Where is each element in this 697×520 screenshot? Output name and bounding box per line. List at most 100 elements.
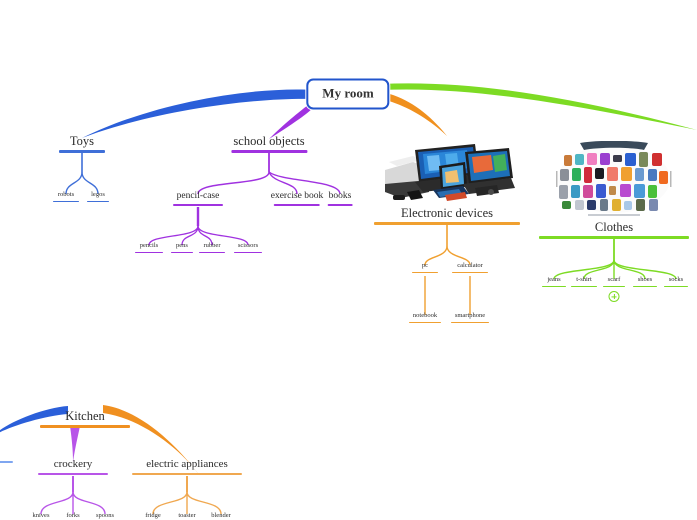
branch-kitchen-crockery	[70, 426, 80, 462]
node-pencils[interactable]: pencils	[135, 242, 163, 254]
node-clothes[interactable]: Clothes	[539, 220, 689, 239]
node-forks[interactable]: forks	[62, 512, 84, 520]
node-toys[interactable]: Toys	[59, 134, 105, 153]
node-pc[interactable]: pc	[412, 262, 438, 274]
node-kitchen[interactable]: Kitchen	[40, 409, 130, 428]
node-toaster-label: toaster	[178, 512, 196, 519]
node-notebook[interactable]: notebook	[409, 312, 441, 324]
branch-root-to-electronic	[381, 92, 447, 136]
node-scarf-underline	[603, 285, 625, 288]
node-rubber-underline	[199, 251, 225, 254]
node-scissors-label: scissors	[237, 242, 259, 249]
node-scissors[interactable]: scissors	[234, 242, 262, 254]
node-robots[interactable]: robots	[53, 191, 79, 203]
node-school-objects-underline	[230, 150, 307, 153]
node-toys-underline	[59, 150, 105, 153]
node-robots-underline	[53, 200, 79, 203]
node-pens-label: pens	[176, 242, 188, 249]
link-appliances-fridge	[152, 491, 188, 515]
node-scarf[interactable]: scarf	[603, 276, 625, 288]
node-pens-underline	[171, 251, 193, 254]
node-offscreen-left[interactable]	[0, 459, 13, 463]
node-pens[interactable]: pens	[171, 242, 193, 254]
node-clothes-label: Clothes	[594, 220, 634, 234]
node-pencils-label: pencils	[139, 242, 159, 249]
node-t-shirt[interactable]: t-shirt	[571, 276, 597, 288]
branch-root-to-toys	[82, 89, 316, 138]
node-legos-label: legos	[91, 191, 105, 198]
node-legos-underline	[87, 200, 109, 203]
electronic-devices-photo[interactable]	[379, 140, 515, 206]
node-books-label: books	[328, 191, 352, 201]
node-offscreen-left-underline	[0, 461, 13, 463]
node-fridge[interactable]: fridge	[141, 512, 165, 520]
node-toys-label: Toys	[69, 134, 95, 148]
node-blender[interactable]: blender	[208, 512, 234, 520]
node-crockery[interactable]: crockery	[38, 458, 108, 475]
node-legos[interactable]: legos	[87, 191, 109, 203]
expand-collapse-toggle-scarf[interactable]	[608, 291, 620, 302]
node-socks[interactable]: socks	[664, 276, 688, 288]
node-scarf-label: scarf	[607, 276, 621, 283]
root-label: My room	[322, 85, 374, 101]
node-shoes-underline	[633, 285, 657, 288]
node-books-underline	[327, 203, 353, 206]
node-electric-appliances[interactable]: electric appliances	[132, 458, 242, 475]
node-kitchen-underline	[40, 425, 130, 428]
node-jeans-underline	[542, 285, 566, 288]
node-rubber[interactable]: rubber	[199, 242, 225, 254]
link-crockery-spoons	[72, 491, 106, 515]
node-toaster[interactable]: toaster	[175, 512, 199, 520]
node-crockery-label: crockery	[53, 458, 93, 470]
node-smartphone-label: smartphone	[454, 312, 486, 319]
node-blender-label: blender	[211, 512, 231, 519]
link-appliances-blender	[186, 491, 222, 515]
node-pencil-case-underline	[173, 203, 223, 206]
node-kitchen-label: Kitchen	[65, 409, 105, 423]
root-node-my-room[interactable]: My room	[306, 78, 390, 110]
node-spoons-label: spoons	[95, 512, 115, 519]
node-spoons[interactable]: spoons	[93, 512, 117, 520]
node-calculator-underline	[452, 271, 488, 274]
node-exercise-book[interactable]: exercise book	[268, 191, 327, 206]
node-robots-label: robots	[57, 191, 75, 198]
node-socks-label: socks	[668, 276, 684, 283]
node-electronic-devices[interactable]: Electronic devices	[374, 206, 520, 225]
node-school-objects[interactable]: school objects	[230, 134, 307, 153]
node-shoes[interactable]: shoes	[633, 276, 657, 288]
node-electronic-devices-underline	[374, 222, 520, 225]
clothes-collage-photo[interactable]	[554, 140, 674, 219]
node-electric-appliances-underline	[132, 472, 242, 475]
node-pencils-underline	[135, 251, 163, 254]
node-pc-label: pc	[421, 262, 429, 269]
node-smartphone[interactable]: smartphone	[451, 312, 489, 324]
node-scissors-underline	[234, 251, 262, 254]
node-electric-appliances-label: electric appliances	[146, 458, 228, 470]
node-offscreen-left-label	[0, 459, 13, 460]
node-notebook-label: notebook	[412, 312, 438, 319]
node-exercise-book-label: exercise book	[270, 191, 324, 201]
link-crockery-knives	[40, 491, 74, 515]
node-rubber-label: rubber	[203, 242, 221, 249]
node-knives-label: knives	[32, 512, 50, 519]
node-crockery-underline	[38, 472, 108, 475]
node-books[interactable]: books	[326, 191, 355, 206]
node-calculator-label: calculator	[457, 262, 483, 269]
node-fridge-label: fridge	[145, 512, 161, 519]
node-t-shirt-label: t-shirt	[576, 276, 592, 283]
node-exercise-book-underline	[274, 203, 320, 206]
node-notebook-underline	[409, 321, 441, 324]
node-school-objects-label: school objects	[233, 134, 305, 148]
node-t-shirt-underline	[571, 285, 597, 288]
node-pc-underline	[412, 271, 438, 274]
node-smartphone-underline	[451, 321, 489, 324]
node-socks-underline	[664, 285, 688, 288]
node-electronic-devices-label: Electronic devices	[401, 206, 493, 220]
node-jeans[interactable]: jeans	[542, 276, 566, 288]
node-pencil-case-label: pencil-case	[176, 191, 220, 201]
node-clothes-underline	[539, 236, 689, 239]
node-pencil-case[interactable]: pencil-case	[173, 191, 223, 206]
node-knives[interactable]: knives	[29, 512, 53, 520]
node-calculator[interactable]: calculator	[452, 262, 488, 274]
